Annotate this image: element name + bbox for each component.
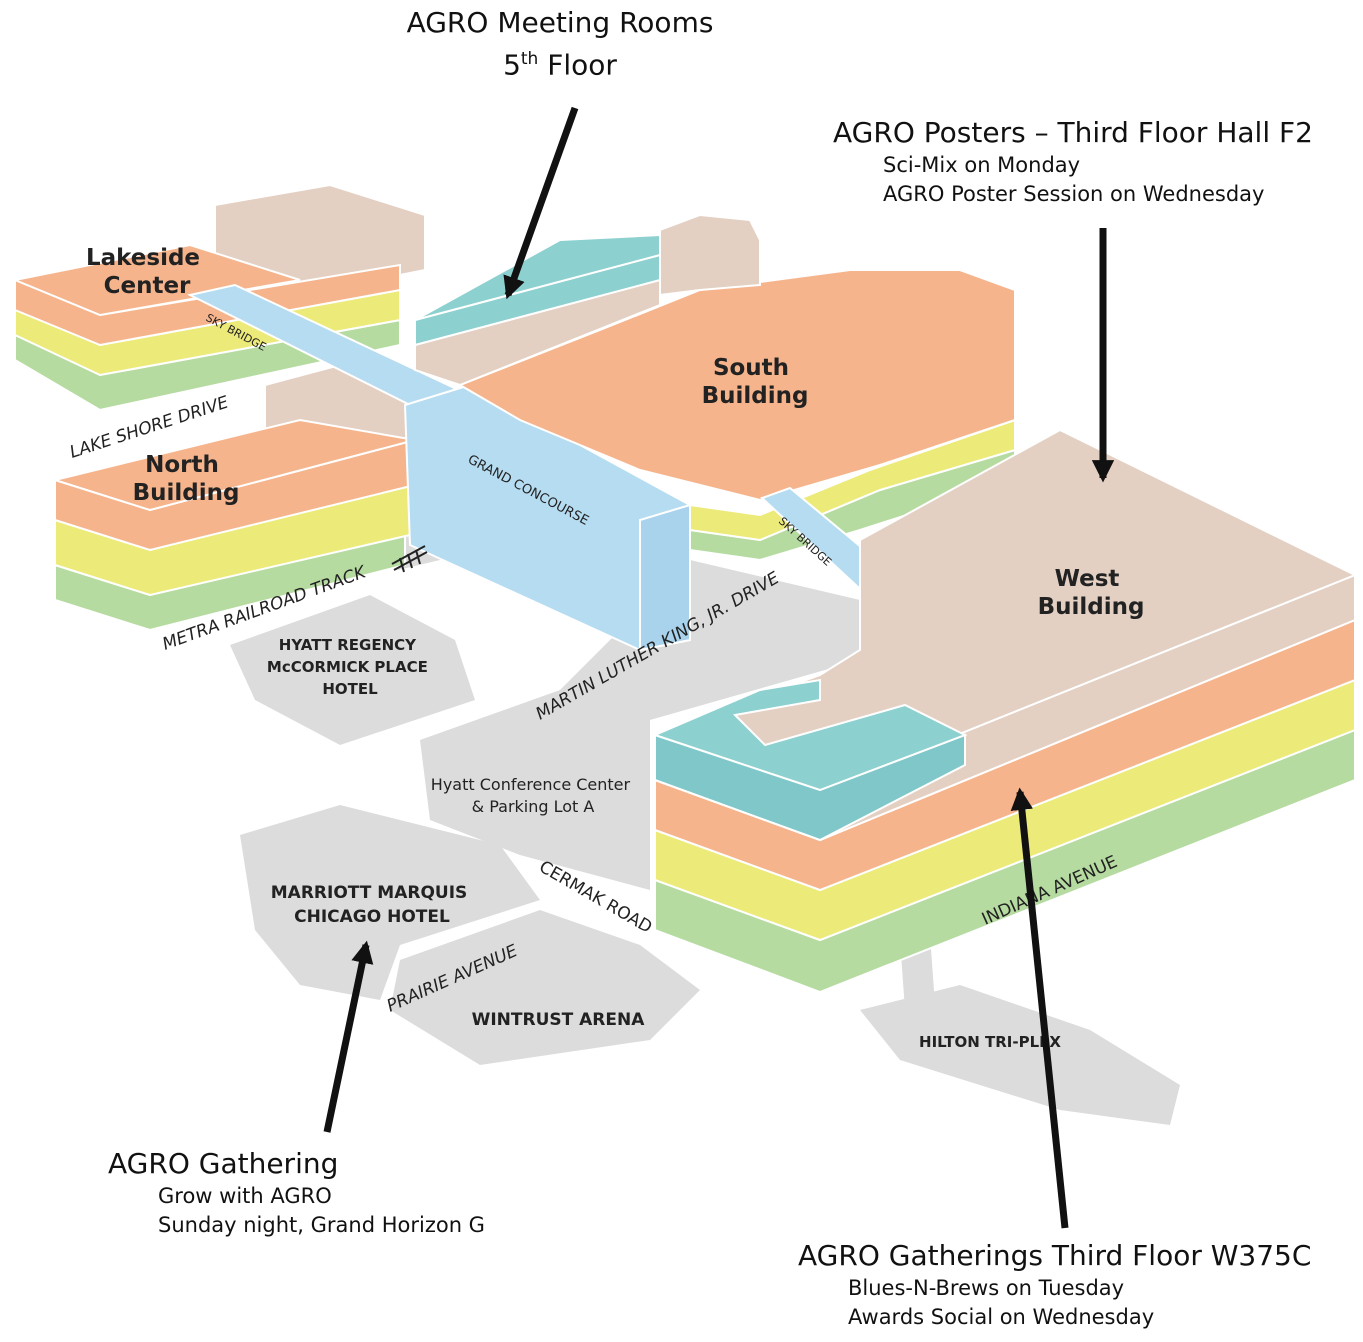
gatherings-w375c-arrow	[1010, 787, 1069, 1229]
ground-areas	[230, 510, 1180, 1125]
hyatt-regency-lot	[230, 595, 475, 745]
gatherings-w375c-title: AGRO Gatherings Third Floor W375C	[798, 1239, 1312, 1272]
gatherings-w375c-line-2: Awards Social on Wednesday	[848, 1305, 1155, 1329]
south-building-label: South Building	[702, 355, 809, 409]
callout-arrows	[323, 106, 1115, 1229]
gathering-arrow	[323, 940, 374, 1133]
posters-callout: AGRO Posters – Third Floor Hall F2 Sci-M…	[833, 115, 1313, 209]
floor-word: Floor	[547, 48, 617, 82]
hyatt-regency-label: HYATT REGENCY McCORMICK PLACE HOTEL	[267, 636, 433, 698]
meeting-rooms-title: AGRO Meeting Rooms	[406, 6, 714, 39]
meeting-rooms-callout: AGRO Meeting Rooms 5th Floor	[355, 5, 765, 83]
west-building	[651, 428, 1358, 994]
north-building-label: North Building	[133, 452, 240, 506]
gatherings-w375c-callout: AGRO Gatherings Third Floor W375C Blues-…	[798, 1238, 1311, 1332]
hyatt-conference-lot	[420, 560, 860, 890]
marriott-label: MARRIOTT MARQUIS CHICAGO HOTEL	[271, 883, 473, 927]
posters-line-1: Sci-Mix on Monday	[883, 153, 1081, 177]
gathering-callout: AGRO Gathering Grow with AGRO Sunday nig…	[108, 1146, 485, 1240]
lakeside-center-label: Lakeside Center	[86, 245, 208, 299]
floor-number: 5	[503, 48, 521, 82]
gathering-title: AGRO Gathering	[108, 1147, 339, 1180]
hilton-label: HILTON TRI-PLEX	[919, 1033, 1061, 1051]
gathering-line-1: Grow with AGRO	[158, 1184, 332, 1208]
posters-line-2: AGRO Poster Session on Wednesday	[883, 182, 1265, 206]
west-building-label: West Building	[1038, 566, 1145, 620]
gatherings-w375c-line-1: Blues-N-Brews on Tuesday	[848, 1276, 1125, 1300]
wintrust-label: WINTRUST ARENA	[472, 1010, 646, 1030]
gathering-line-2: Sunday night, Grand Horizon G	[158, 1213, 485, 1237]
wintrust-lot	[390, 910, 700, 1065]
meeting-rooms-floor: 5th Floor	[355, 41, 765, 83]
posters-title: AGRO Posters – Third Floor Hall F2	[833, 116, 1313, 149]
grand-concourse	[187, 283, 691, 652]
railroad-track-icon	[391, 545, 428, 573]
floor-suffix: th	[520, 49, 539, 69]
hilton-lot	[860, 985, 1180, 1125]
hyatt-conference-label: Hyatt Conference Center & Parking Lot A	[431, 775, 635, 816]
marriott-lot	[240, 805, 540, 1000]
meeting-rooms-arrow	[503, 106, 579, 300]
